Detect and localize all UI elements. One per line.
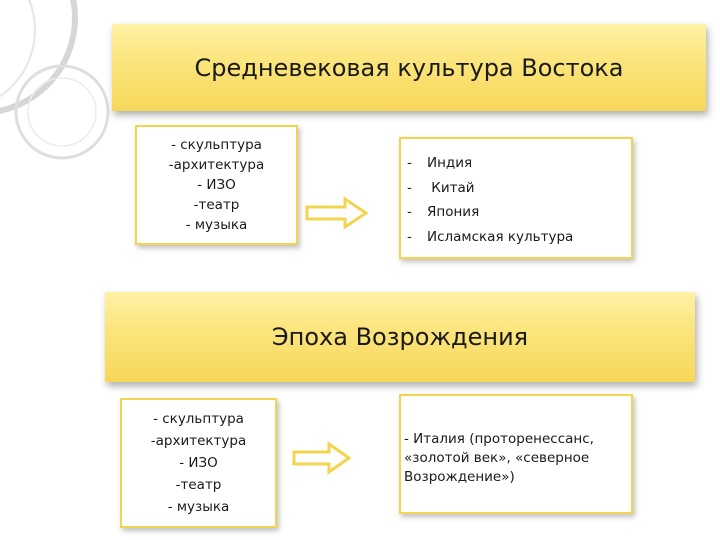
art-types-box-bottom: - скульптура -архитектура - ИЗО -театр -… — [120, 398, 277, 528]
regions-box-bottom: - Италия (проторенессанс, «золотой век»,… — [399, 394, 633, 514]
art-type-item: - ИЗО — [179, 455, 218, 471]
art-type-item: - ИЗО — [197, 177, 236, 193]
region-line: «золотой век», «северное — [404, 450, 590, 466]
regions-box-top: -Индия - Китай -Япония -Исламская культу… — [399, 137, 633, 259]
art-type-item: -архитектура — [150, 433, 247, 449]
art-type-item: -архитектура — [168, 157, 265, 173]
region-item: - Китай — [407, 179, 475, 196]
region-line: Возрождение») — [404, 469, 515, 485]
region-line: - Италия (проторенессанс, — [404, 431, 594, 447]
arrow-right-icon — [305, 196, 369, 230]
banner-renaissance: Эпоха Возрождения — [105, 292, 695, 382]
art-type-item: - музыка — [167, 499, 230, 515]
banner-medieval-east: Средневековая культура Востока — [112, 24, 706, 111]
art-type-item: -театр — [193, 197, 240, 213]
art-type-item: - скульптура — [153, 411, 244, 427]
art-type-item: -театр — [175, 477, 222, 493]
art-type-item: - музыка — [185, 217, 248, 233]
art-type-item: - скульптура — [171, 137, 262, 153]
art-types-box-top: - скульптура -архитектура - ИЗО -театр -… — [135, 125, 298, 245]
region-item: -Индия — [407, 155, 473, 171]
banner-title: Средневековая культура Востока — [194, 53, 624, 82]
region-item: -Исламская культура — [407, 228, 574, 245]
arrow-right-icon — [292, 441, 352, 475]
region-item: -Япония — [407, 204, 480, 220]
decorative-rings — [0, 0, 110, 160]
banner-title: Эпоха Возрождения — [271, 323, 529, 351]
